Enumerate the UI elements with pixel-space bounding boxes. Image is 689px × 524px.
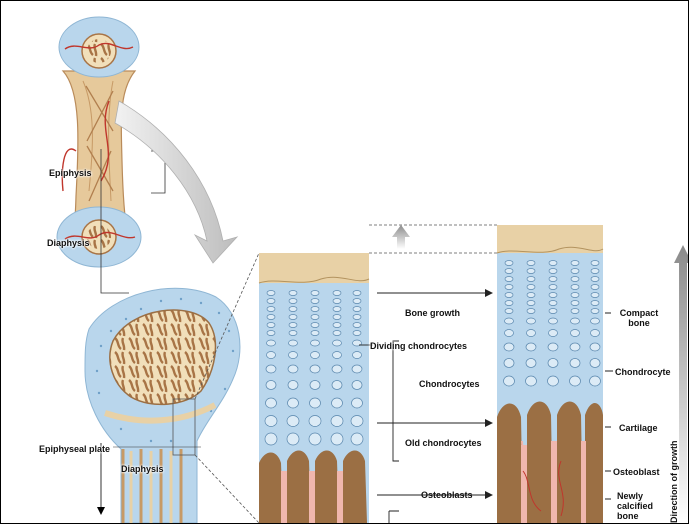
label-newly-calcified-bone: Newly calcified bone [617,491,665,521]
label-diaphysis-top: Diaphysis [47,238,90,248]
growth-plate-before [259,253,369,523]
label-compact-bone: Compact bone [615,308,663,328]
long-bone [57,17,165,293]
label-old-chondrocytes: Old chondrocytes [405,438,482,448]
label-bone-growth: Bone growth [405,308,460,318]
arrowheads [485,289,493,499]
bone-end-detail [85,253,259,523]
label-chondrocyte: Chondrocyte [615,367,671,377]
label-diaphysis-bottom: Diaphysis [121,464,164,474]
label-osteoblasts: Osteoblasts [421,490,473,500]
label-cartilage: Cartilage [619,423,658,433]
growth-up-arrow [392,225,410,249]
label-direction-of-growth: Direction of growth [669,441,679,524]
label-dividing-chondrocytes: Dividing chondrocytes [370,341,467,351]
label-epiphyseal-plate: Epiphyseal plate [39,444,110,454]
label-epiphysis: Epiphysis [49,168,92,178]
growth-plate-after [497,225,603,523]
label-chondrocytes: Chondrocytes [419,379,480,389]
label-osteoblast: Osteoblast [613,467,660,477]
